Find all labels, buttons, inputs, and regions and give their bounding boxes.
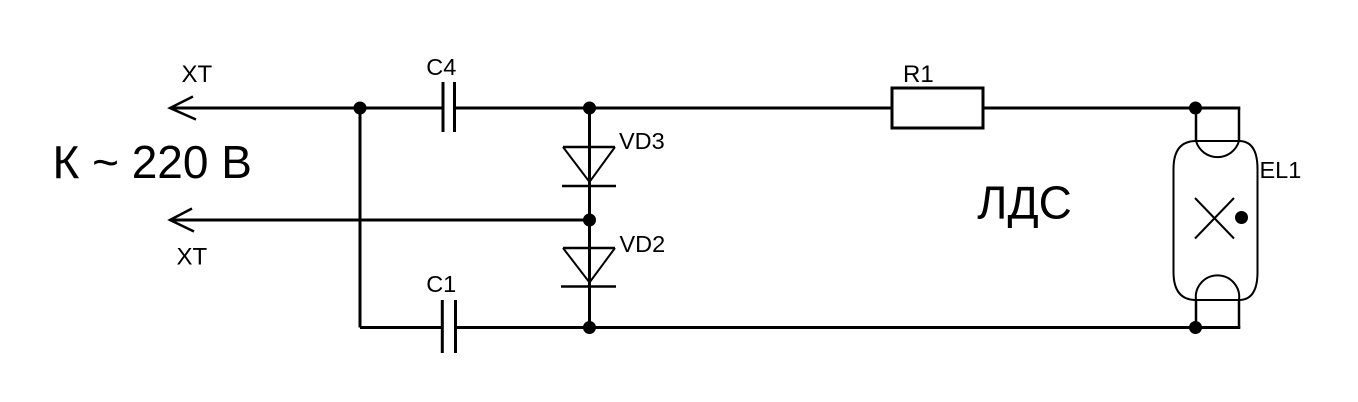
svg-text:ХТ: ХТ [182, 61, 213, 88]
svg-text:VD3: VD3 [619, 128, 665, 154]
svg-text:VD2: VD2 [620, 231, 666, 257]
svg-text:C4: C4 [426, 54, 456, 80]
svg-text:ХТ: ХТ [177, 244, 208, 271]
svg-text:R1: R1 [903, 61, 934, 88]
svg-text:К ~ 220 В: К ~ 220 В [53, 136, 252, 188]
svg-text:ЛДС: ЛДС [977, 177, 1072, 229]
svg-text:C1: C1 [426, 271, 456, 297]
svg-text:EL1: EL1 [1260, 157, 1302, 183]
